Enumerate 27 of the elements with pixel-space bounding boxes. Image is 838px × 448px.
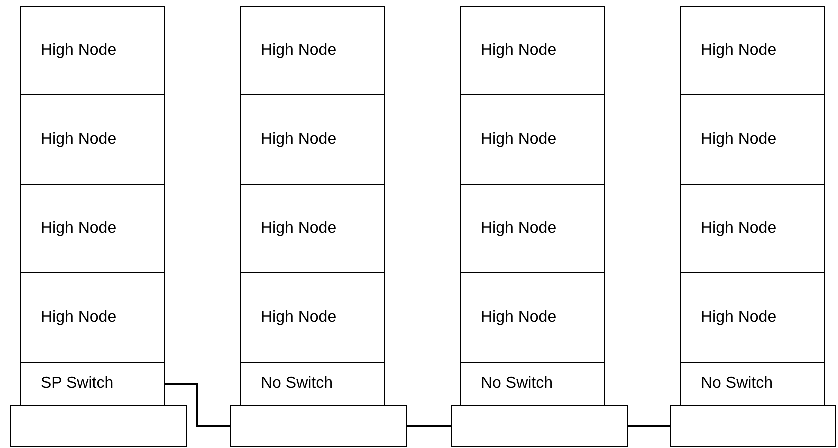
connector-line [628,425,670,427]
rack-base [230,405,407,447]
high-node-box: High Node [240,6,385,95]
rack-base [670,405,836,447]
high-node-box: High Node [20,6,165,95]
high-node-box: High Node [460,184,605,273]
high-node-box: High Node [240,94,385,185]
connector-line [407,425,451,427]
switch-box: No Switch [680,362,825,406]
switch-box: No Switch [460,362,605,406]
high-node-box: High Node [680,272,825,363]
switch-box: No Switch [240,362,385,406]
switch-box: SP Switch [20,362,165,406]
high-node-box: High Node [460,272,605,363]
connector-line [165,383,230,427]
high-node-box: High Node [240,272,385,363]
high-node-box: High Node [680,184,825,273]
high-node-box: High Node [680,94,825,185]
high-node-box: High Node [460,6,605,95]
high-node-box: High Node [460,94,605,185]
rack-base [10,405,187,447]
high-node-box: High Node [20,94,165,185]
high-node-box: High Node [20,184,165,273]
high-node-box: High Node [240,184,385,273]
rack-base [451,405,628,447]
high-node-box: High Node [680,6,825,95]
high-node-box: High Node [20,272,165,363]
